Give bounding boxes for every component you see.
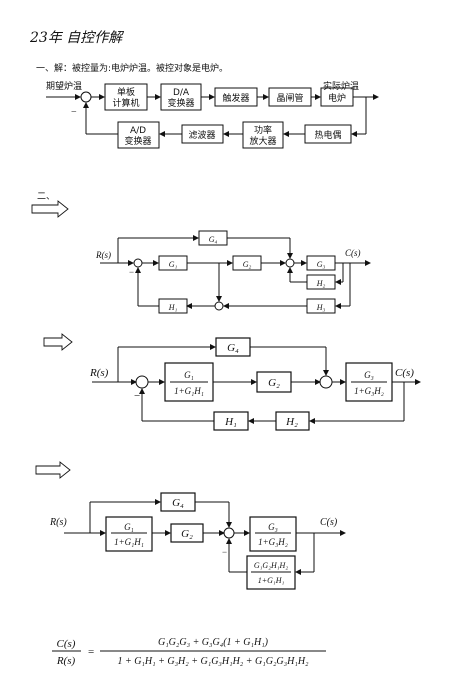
d3-input-label: R(s) <box>49 517 67 528</box>
result-numerator: G₁G₂G₃ + G₃G₄(1 + G₁H₁) <box>158 637 269 648</box>
svg-text:电炉: 电炉 <box>328 92 346 104</box>
d1-sum-2 <box>285 258 295 268</box>
svg-text:G₂: G₂ <box>181 528 193 540</box>
result-denominator: 1 + G₁H₁ + G₃H₂ + G₁G₃H₁H₂ + G₁G₂G₃H₁H₂ <box>117 656 309 667</box>
svg-text:−: − <box>129 267 134 277</box>
svg-text:G₄: G₄ <box>227 342 239 354</box>
d1-output-label: C(s) <box>345 248 361 258</box>
svg-text:1+G₃H₂: 1+G₃H₂ <box>354 386 384 396</box>
result-lhs-num: C(s) <box>57 638 76 650</box>
svg-text:G₁: G₁ <box>124 522 134 532</box>
d2-sum-1 <box>135 375 149 389</box>
p1-output-label: 实际炉温 <box>323 80 359 92</box>
d3-sum <box>223 527 235 539</box>
result-lhs-den: R(s) <box>56 655 76 667</box>
p1-block-ad <box>117 121 160 149</box>
d2-output-label: C(s) <box>395 367 414 379</box>
svg-text:G₂: G₂ <box>243 260 252 269</box>
step-arrow-3 <box>35 461 71 479</box>
p1-block-amplifier <box>242 121 284 149</box>
svg-text:计算机: 计算机 <box>112 97 139 109</box>
svg-text:滤波器: 滤波器 <box>188 129 215 141</box>
page-title: 23年 自控作解 <box>29 30 124 46</box>
svg-text:晶闸管: 晶闸管 <box>276 92 303 104</box>
svg-text:变换器: 变换器 <box>124 135 151 147</box>
svg-text:变换器: 变换器 <box>167 97 194 109</box>
p1-minus-sign: − <box>71 107 77 118</box>
d3-block-frac1 <box>105 516 153 552</box>
d1-input-label: R(s) <box>95 250 111 260</box>
d3-output-label: C(s) <box>320 517 338 528</box>
svg-text:G₁: G₁ <box>169 260 178 269</box>
d1-sum-1 <box>133 258 143 268</box>
svg-text:触发器: 触发器 <box>222 92 249 104</box>
svg-text:H₂: H₂ <box>316 279 326 288</box>
svg-text:G₁G₂H₁H₂: G₁G₂H₁H₂ <box>254 561 288 570</box>
svg-text:H₂: H₂ <box>285 416 298 428</box>
svg-text:功率: 功率 <box>254 124 272 136</box>
svg-text:G₃: G₃ <box>268 522 278 532</box>
svg-text:D/A: D/A <box>173 88 190 98</box>
d3-block-frac2 <box>249 516 297 552</box>
svg-text:G₂: G₂ <box>268 377 280 389</box>
svg-text:G₁: G₁ <box>184 370 194 380</box>
p1-summing-junction <box>80 91 92 103</box>
part1-heading: 一、解：被控量为:电炉炉温。被控对象是电炉。 <box>36 62 228 74</box>
p1-input-label: 期望炉温 <box>46 80 82 92</box>
svg-text:H₃: H₃ <box>316 303 326 312</box>
d1-sum-3 <box>214 301 224 311</box>
svg-text:H₁: H₁ <box>168 303 178 312</box>
result-equals: = <box>88 646 94 658</box>
svg-text:1+G₁H₁: 1+G₁H₁ <box>258 576 285 585</box>
svg-text:−: − <box>134 390 140 402</box>
svg-text:G₄: G₄ <box>172 497 184 509</box>
svg-text:1+G₁H₁: 1+G₁H₁ <box>174 386 204 396</box>
part2-heading: 二、 <box>37 192 55 202</box>
svg-text:G₃: G₃ <box>364 370 374 380</box>
svg-text:1+G₁H₁: 1+G₁H₁ <box>114 537 144 547</box>
svg-text:G₄: G₄ <box>209 235 218 244</box>
step-arrow-1 <box>31 200 69 218</box>
d2-input-label: R(s) <box>89 367 109 379</box>
svg-text:A/D: A/D <box>130 126 146 136</box>
d2-sum-2 <box>319 375 333 389</box>
svg-text:H₁: H₁ <box>224 416 237 428</box>
svg-text:1+G₃H₂: 1+G₃H₂ <box>258 537 288 547</box>
svg-text:G₃: G₃ <box>317 260 326 269</box>
svg-text:−: − <box>222 547 227 557</box>
svg-text:热电偶: 热电偶 <box>314 129 341 141</box>
svg-text:放大器: 放大器 <box>249 135 276 147</box>
svg-text:单板: 单板 <box>117 86 135 98</box>
step-arrow-2 <box>43 333 73 351</box>
